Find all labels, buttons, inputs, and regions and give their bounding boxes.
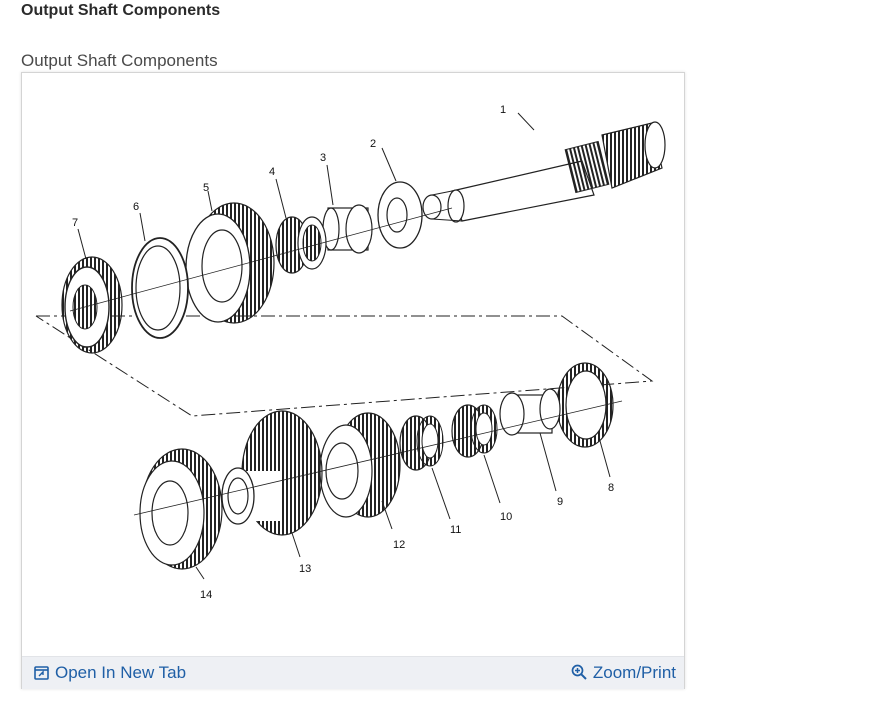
open-in-new-tab-label: Open In New Tab: [55, 663, 187, 682]
callout-1: 1: [500, 104, 506, 116]
part-11-needle-bearing: [399, 415, 451, 520]
figure-toolbar: Open In New Tab Zoom/Print: [22, 656, 684, 689]
zoom-in-icon: [571, 664, 587, 685]
open-in-new-tab-link[interactable]: Open In New Tab: [34, 663, 186, 685]
part-1-output-shaft: [422, 112, 666, 223]
zoom-print-label: Zoom/Print: [592, 663, 676, 682]
callout-4: 4: [269, 166, 275, 178]
figure-frame: 1 2 3 4 5 6 7 8 9 10 11 12 13 14 Open In…: [21, 72, 685, 689]
part-12-gear: [319, 412, 401, 530]
callout-8: 8: [608, 482, 614, 494]
part-14-gear: [139, 448, 223, 580]
page-title: Output Shaft Components: [21, 2, 221, 19]
callout-3: 3: [320, 152, 326, 164]
assembly-plane-line: [35, 315, 654, 417]
part-9-bushing: [499, 388, 561, 492]
callout-11: 11: [450, 524, 461, 536]
callout-12: 12: [393, 539, 405, 551]
part-10-needle-bearing: [451, 404, 501, 504]
open-in-new-tab-icon: [34, 665, 49, 685]
callout-13: 13: [299, 563, 311, 575]
callout-5: 5: [203, 182, 209, 194]
callout-6: 6: [133, 201, 139, 213]
zoom-print-link[interactable]: Zoom/Print: [571, 663, 676, 685]
part-7-synchronizer-assembly: [61, 228, 123, 354]
callout-10: 10: [500, 511, 512, 523]
part-4-needle-bearing: [275, 178, 327, 274]
figure-caption: Output Shaft Components: [21, 51, 218, 70]
callout-2: 2: [370, 138, 376, 150]
callout-9: 9: [557, 496, 563, 508]
part-13-gear: [221, 410, 323, 558]
part-3-bearing-sleeve: [322, 164, 373, 254]
callout-7: 7: [72, 217, 78, 229]
exploded-parts-diagram[interactable]: 1 2 3 4 5 6 7 8 9 10 11 12 13 14: [22, 73, 684, 656]
part-6-synchronizer-ring: [131, 212, 189, 339]
part-8-synchronizer-ring: [556, 362, 614, 478]
part-2-thrust-washer: [377, 147, 423, 249]
part-5-gear: [185, 190, 275, 324]
callout-14: 14: [200, 589, 212, 601]
